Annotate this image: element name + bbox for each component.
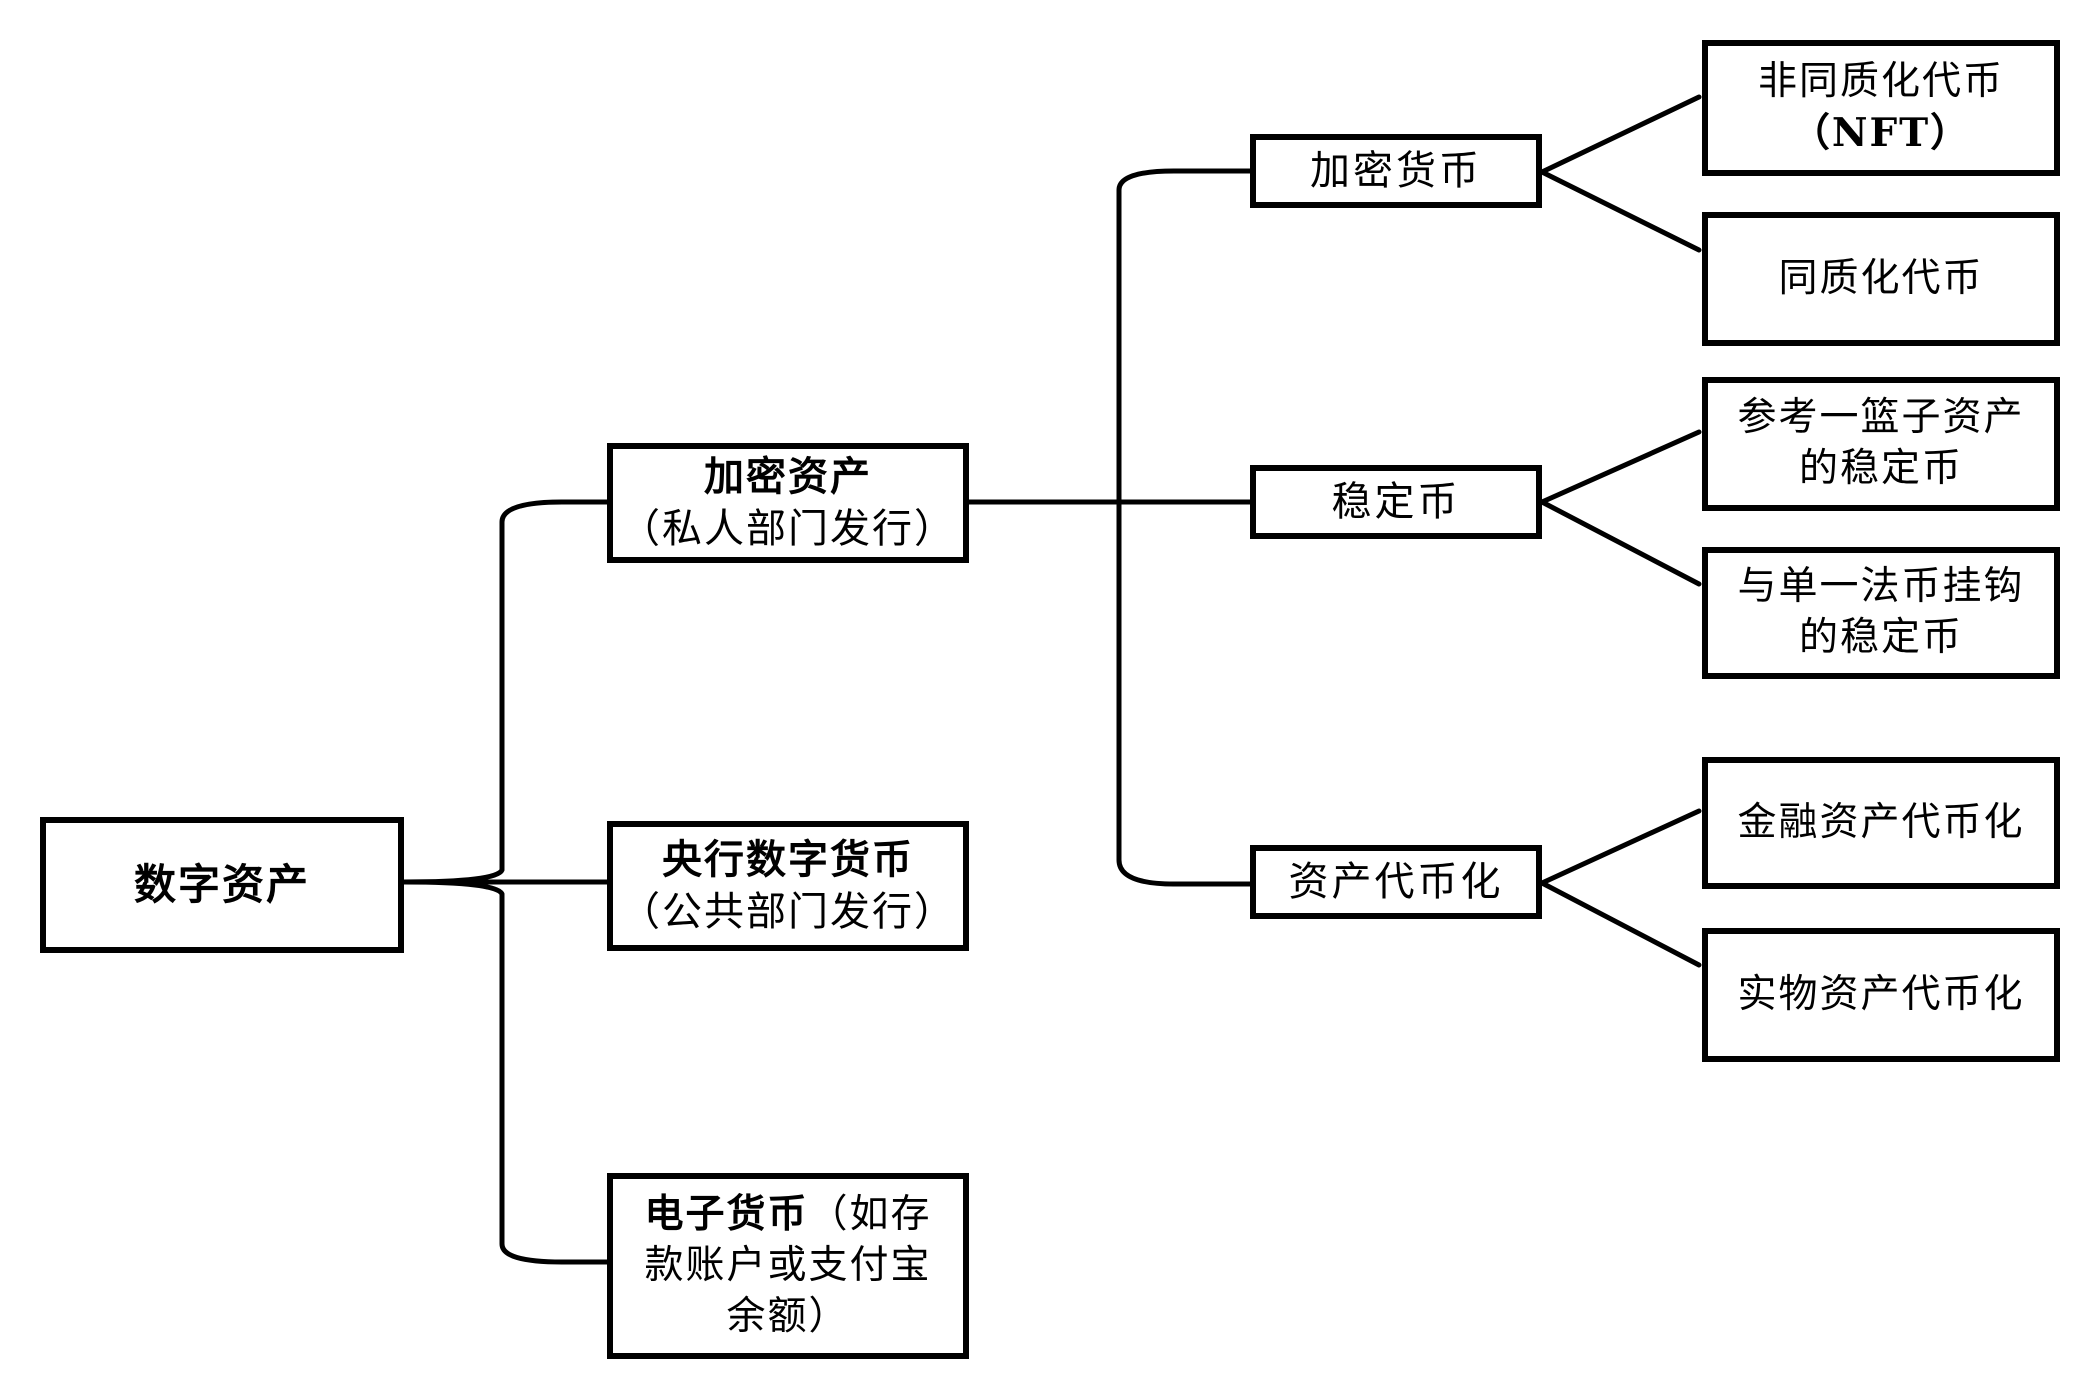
node-financial-asset-tokenization: 金融资产代币化 <box>1702 757 2060 889</box>
node-e-money-note: （如存 <box>808 1192 932 1238</box>
node-nft: 非同质化代币 （NFT） <box>1702 40 2060 176</box>
connector-crypto-bracket-upper <box>1116 168 1253 887</box>
node-asset-tokenization-label: 资产代币化 <box>1288 859 1504 905</box>
node-nft-line1: 非同质化代币 <box>1757 59 2004 105</box>
connector-stablecoin-fork <box>1539 429 1702 587</box>
node-financial-asset-tokenization-line1: 金融资产代币化 <box>1737 799 2025 845</box>
node-physical-asset-tokenization-line1: 实物资产代币化 <box>1737 971 2025 1017</box>
node-cbdc: 央行数字货币 （公共部门发行） <box>607 821 969 951</box>
node-e-money-label: 电子货币 <box>644 1191 809 1238</box>
node-digital-assets: 数字资产 <box>40 817 404 953</box>
connector-cryptocurrency-fork <box>1539 94 1702 253</box>
connector-tokenization-fork <box>1539 808 1702 968</box>
node-cbdc-note: （公共部门发行） <box>620 889 956 935</box>
node-crypto-assets: 加密资产 （私人部门发行） <box>607 443 969 563</box>
node-fiat-pegged-stablecoin-line1: 与单一法币挂钩 <box>1737 564 2025 610</box>
node-fungible-token: 同质化代币 <box>1702 212 2060 346</box>
node-crypto-assets-note: （私人部门发行） <box>620 506 956 552</box>
node-basket-stablecoin-line1: 参考一篮子资产 <box>1737 395 2025 441</box>
connector-root-bracket <box>401 499 610 885</box>
node-cryptocurrency-label: 加密货币 <box>1310 148 1482 194</box>
node-physical-asset-tokenization: 实物资产代币化 <box>1702 928 2060 1062</box>
node-cbdc-label: 央行数字货币 <box>662 836 914 883</box>
node-e-money: 电子货币（如存 款账户或支付宝 余额） <box>607 1173 969 1359</box>
node-crypto-assets-label: 加密资产 <box>704 453 872 500</box>
node-asset-tokenization: 资产代币化 <box>1250 845 1542 919</box>
node-stablecoin-label: 稳定币 <box>1331 479 1461 525</box>
node-digital-assets-label: 数字资产 <box>133 859 310 909</box>
node-cryptocurrency: 加密货币 <box>1250 134 1542 208</box>
node-fungible-token-line1: 同质化代币 <box>1778 255 1984 301</box>
node-fiat-pegged-stablecoin: 与单一法币挂钩 的稳定币 <box>1702 547 2060 679</box>
node-e-money-line1: 电子货币（如存 <box>644 1189 931 1241</box>
node-basket-stablecoin-line2: 的稳定币 <box>1798 446 1963 491</box>
node-nft-line2: （NFT） <box>1790 110 1972 156</box>
node-e-money-line2: 款账户或支付宝 <box>644 1243 932 1289</box>
node-e-money-line3: 余额） <box>726 1293 850 1339</box>
node-basket-stablecoin: 参考一篮子资产 的稳定币 <box>1702 377 2060 511</box>
node-fiat-pegged-stablecoin-line2: 的稳定币 <box>1798 615 1963 660</box>
node-stablecoin: 稳定币 <box>1250 465 1542 539</box>
connector-root-lower <box>401 879 610 1265</box>
